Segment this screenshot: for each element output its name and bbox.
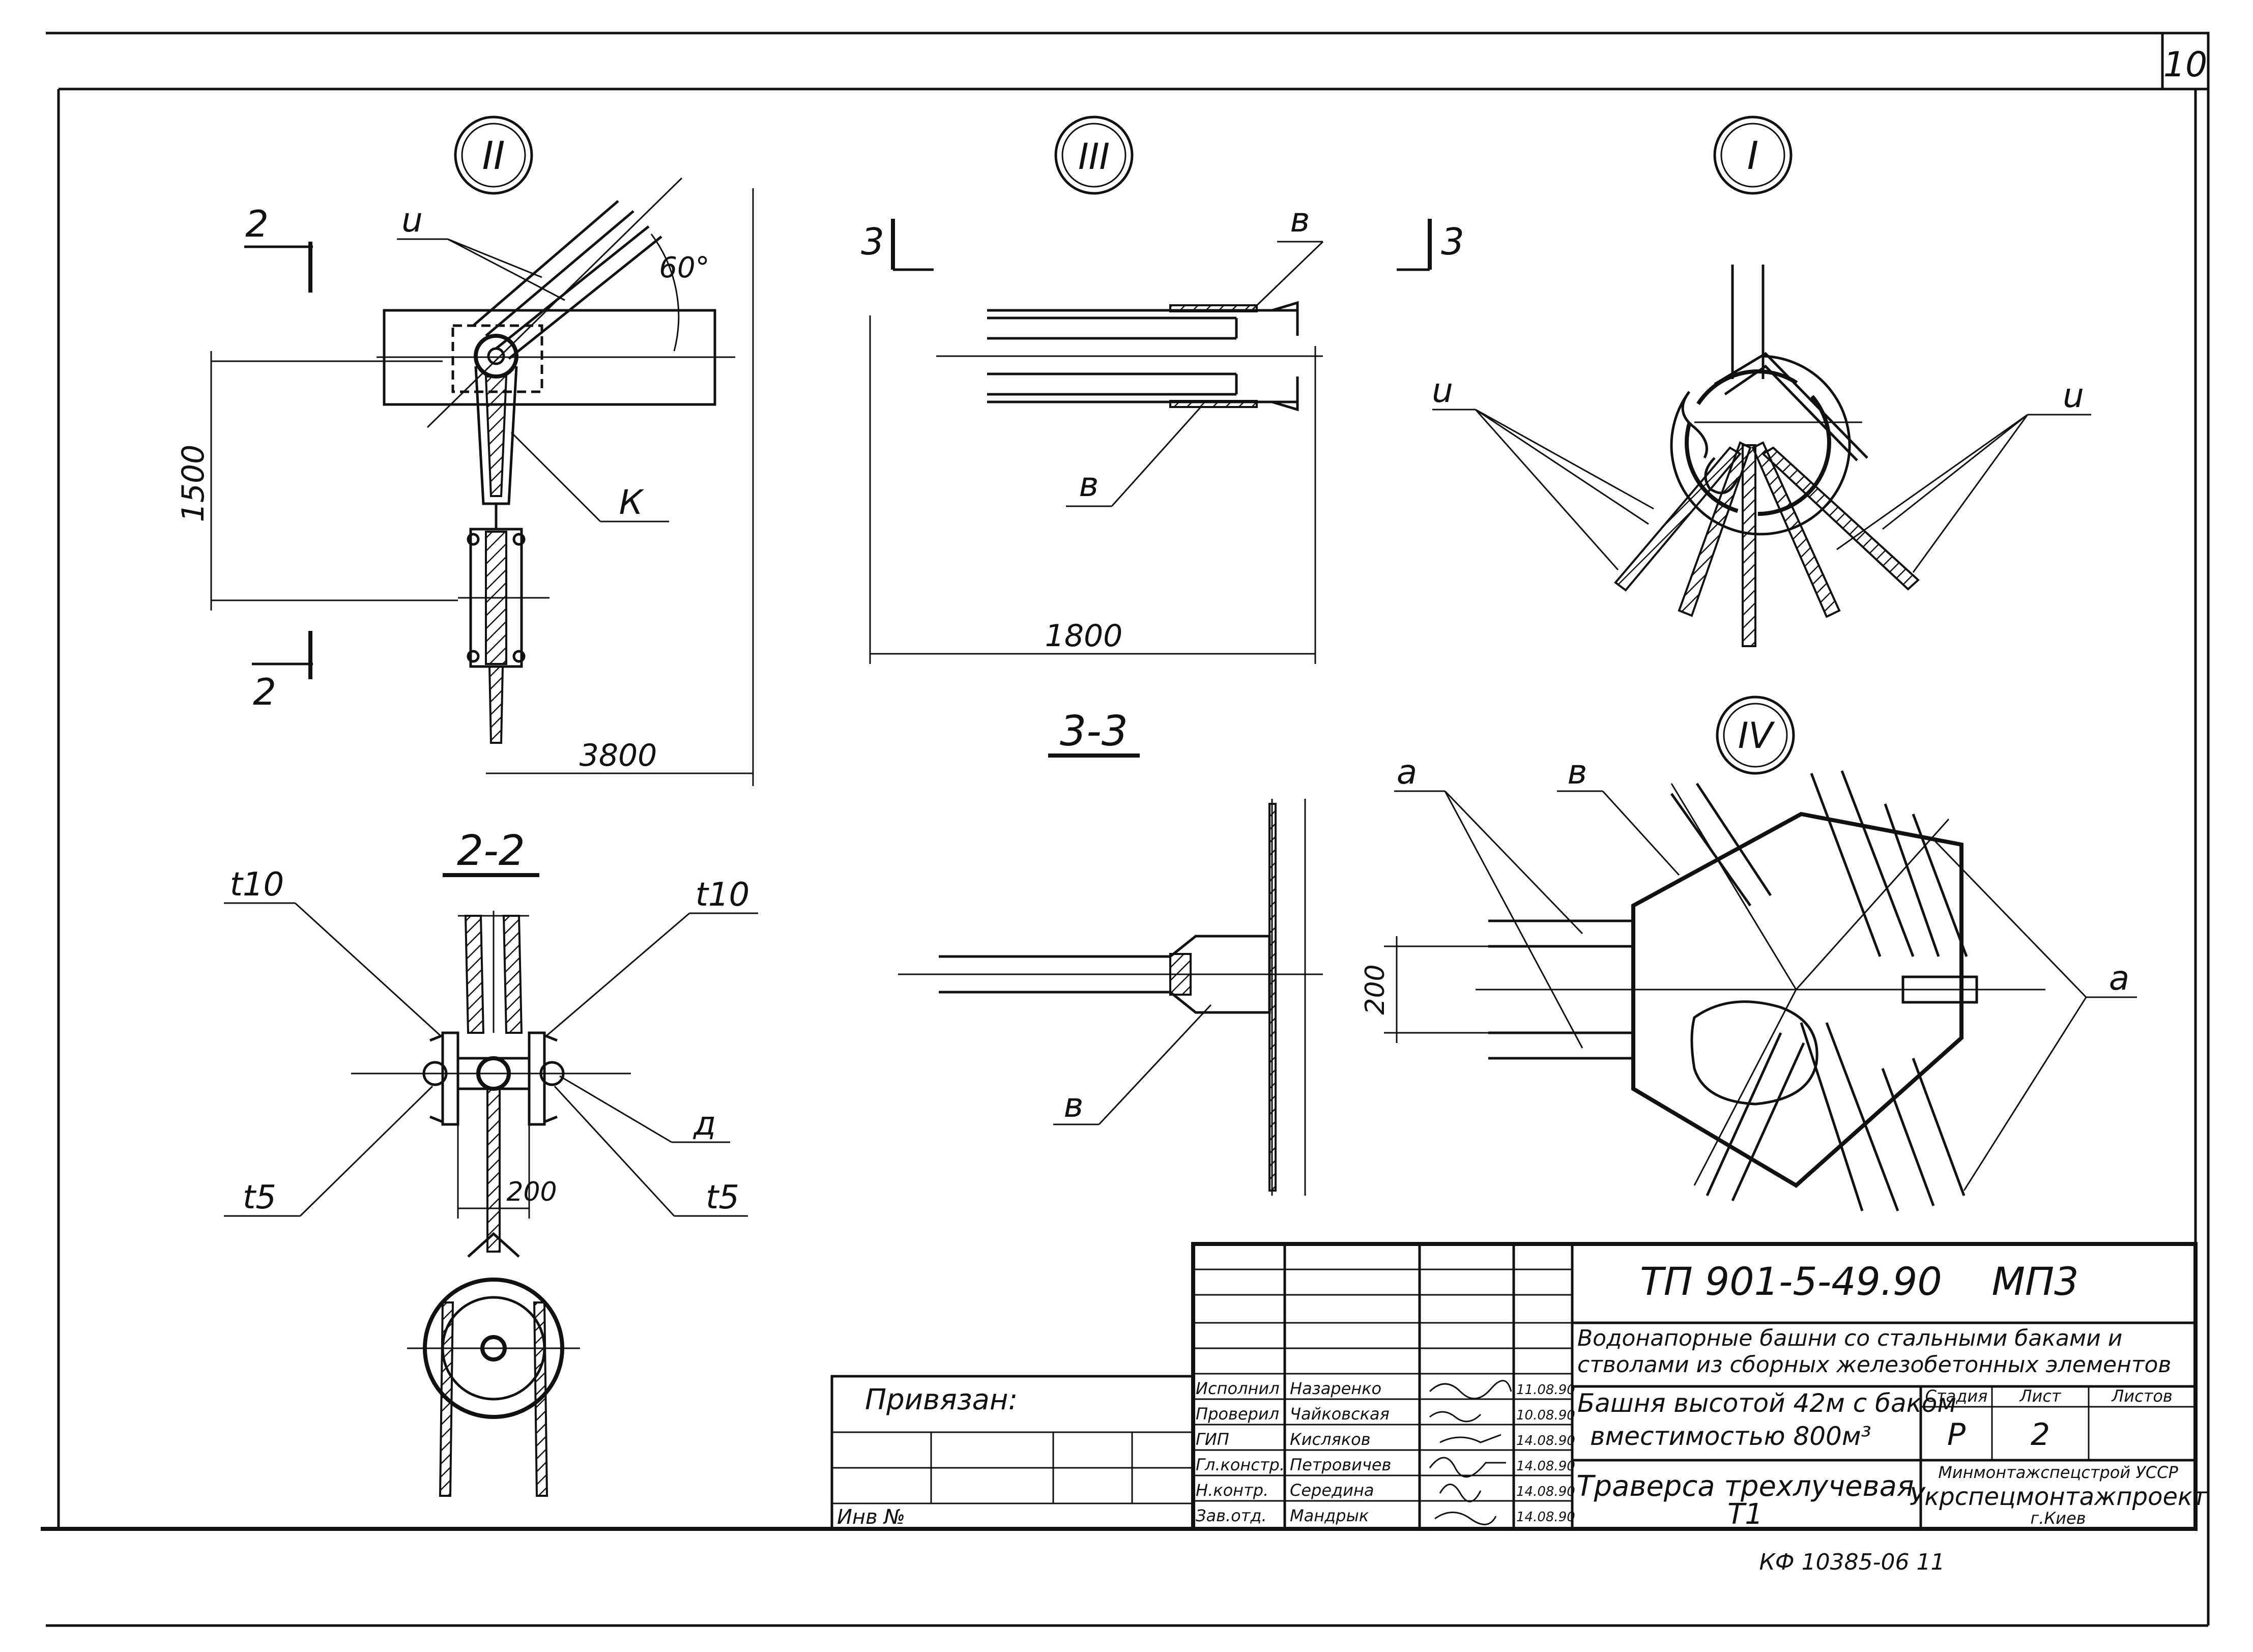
- name-1: Назаренко: [1290, 1379, 1381, 1398]
- name-2: Чайковская: [1290, 1404, 1390, 1424]
- view-i-marker-label: I: [1747, 133, 1758, 178]
- label-a-view-iv-left: а: [1397, 752, 1417, 792]
- angle-60: 60°: [659, 251, 709, 284]
- date-4: 14.08.90: [1516, 1459, 1575, 1474]
- date-5: 14.08.90: [1516, 1484, 1575, 1499]
- label-d: д: [693, 1105, 716, 1143]
- sheet-header: Лист: [2019, 1386, 2061, 1406]
- role-3: ГИП: [1196, 1430, 1229, 1449]
- label-v-view-iv: в: [1568, 752, 1587, 792]
- dim-1800: 1800: [1045, 618, 1123, 654]
- privyazan-label: Привязан:: [865, 1383, 1018, 1416]
- sheet-name-line2: Т1: [1727, 1498, 1763, 1531]
- view-ii: II 2 2 1: [176, 115, 754, 786]
- view-i: I 3 u u: [1397, 115, 2091, 647]
- view-ii-marker-label: II: [482, 133, 505, 178]
- view-i-marker: I: [1713, 115, 1793, 195]
- label-t5-right: t5: [706, 1179, 739, 1216]
- section-2-2-title: 2-2: [457, 827, 525, 875]
- view-ii-marker: II: [454, 115, 533, 195]
- sheet-value: 2: [2031, 1417, 2050, 1453]
- date-1: 11.08.90: [1516, 1382, 1575, 1398]
- sheets-header: Листов: [2111, 1386, 2173, 1406]
- label-t10-right: t10: [696, 876, 750, 914]
- role-1: Исполнил: [1196, 1379, 1280, 1398]
- view-iv: IV 200: [1360, 695, 2137, 1211]
- name-6: Мандрык: [1290, 1506, 1369, 1525]
- role-2: Проверил: [1196, 1404, 1279, 1424]
- label-u-view-i-left: u: [1432, 371, 1453, 410]
- view-iii-marker: III: [1054, 115, 1134, 195]
- footer-code: КФ 10385-06 11: [1759, 1549, 1945, 1575]
- dim-3800: 3800: [580, 738, 657, 773]
- org-line2: Укрспецмонтажпроект: [1910, 1483, 2208, 1511]
- inv-no-label: Инв №: [837, 1505, 905, 1529]
- label-u-view-i-right: u: [2063, 376, 2084, 415]
- stage-header: Стадия: [1925, 1386, 1988, 1406]
- drawing-section: МП3: [1991, 1259, 2078, 1304]
- cut-mark-2-bottom: 2: [253, 671, 276, 713]
- role-5: Н.контр.: [1196, 1481, 1268, 1500]
- subtitle-line2: вместимостью 800м³: [1590, 1422, 1871, 1451]
- view-iii-marker-label: III: [1078, 136, 1110, 178]
- section-3-3-title: 3-3: [1060, 707, 1128, 756]
- name-5: Середина: [1290, 1481, 1374, 1500]
- cut-mark-2-top: 2: [245, 202, 269, 245]
- sheet-name-line1: Траверса трехлучевая: [1576, 1470, 1914, 1503]
- view-iv-marker-label: IV: [1738, 715, 1775, 757]
- name-3: Кисляков: [1290, 1430, 1371, 1449]
- role-6: Зав.отд.: [1196, 1506, 1267, 1525]
- label-v-section-3-3: в: [1064, 1086, 1084, 1125]
- label-u-view-ii: u: [401, 200, 423, 240]
- label-t5-left: t5: [243, 1179, 276, 1216]
- cut-mark-3-left: 3: [861, 220, 884, 263]
- org-line3: г.Киев: [2030, 1509, 2086, 1528]
- dim-200-view-iv: 200: [1360, 964, 1391, 1015]
- drawing-code: ТП 901-5-49.90: [1640, 1259, 1942, 1304]
- section-2-2: 2-2 200 t10 t10: [224, 827, 758, 1497]
- subtitle-line1: Башня высотой 42м с баком: [1577, 1388, 1956, 1418]
- signatures: [1429, 1380, 1512, 1525]
- view-iii: III 3 1800 в в: [861, 115, 1324, 664]
- dim-200-section: 200: [506, 1177, 557, 1207]
- project-title: Водонапорные башни со стальными баками и…: [1577, 1325, 2172, 1378]
- title-block: Привязан: Инв № Исполнил Проверил ГИП Гл…: [830, 1242, 2208, 1531]
- date-6: 14.08.90: [1516, 1510, 1575, 1525]
- org-line1: Минмонтажспецстрой УССР: [1938, 1463, 2178, 1482]
- label-t10-left: t10: [230, 866, 284, 904]
- name-4: Петровичев: [1290, 1455, 1391, 1474]
- section-3-3: 3-3 в: [898, 707, 1323, 1196]
- date-2: 10.08.90: [1516, 1408, 1575, 1423]
- label-v-view-iii-bottom: в: [1079, 465, 1099, 504]
- dim-1500: 1500: [176, 445, 211, 523]
- view-iv-marker: IV: [1716, 695, 1795, 775]
- stage-value: Р: [1947, 1417, 1966, 1453]
- role-4: Гл.констр.: [1196, 1455, 1285, 1474]
- page-number: 10: [2163, 45, 2208, 85]
- cut-mark-3-right: 3: [1441, 220, 1464, 263]
- date-3: 14.08.90: [1516, 1433, 1575, 1448]
- label-v-view-iii-top: в: [1290, 200, 1310, 240]
- label-k: К: [619, 483, 645, 522]
- label-a-view-iv-right: а: [2109, 959, 2129, 998]
